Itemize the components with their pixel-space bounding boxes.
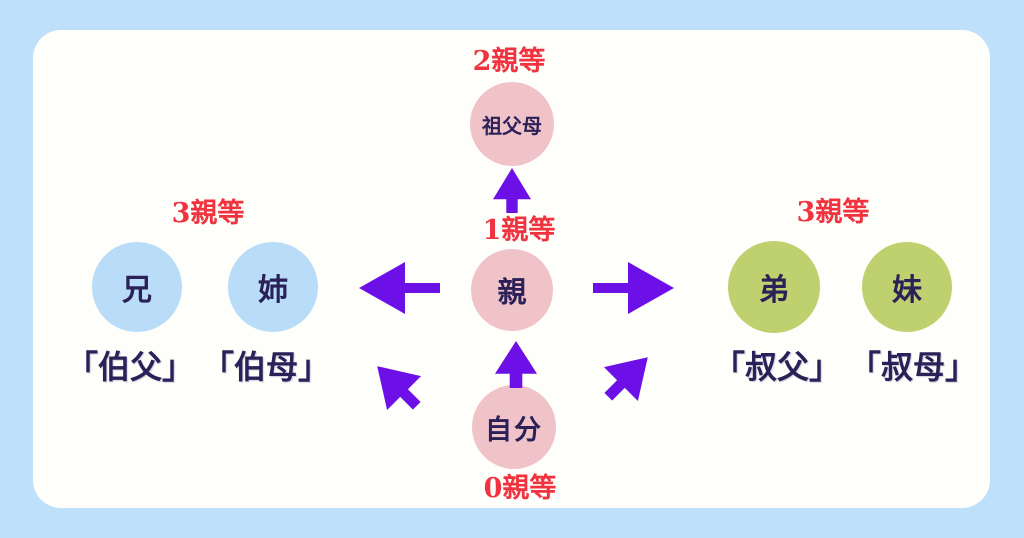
- node-younger-brother-label: 弟: [759, 273, 789, 308]
- arrow-up-right-icon: [591, 340, 665, 414]
- node-younger-sister-label: 妹: [892, 273, 922, 308]
- arrow-up-left-icon: [360, 349, 434, 423]
- degree-label-3-right: 3親等: [796, 197, 870, 228]
- node-older-brother: 兄: [92, 242, 182, 332]
- arrow-left-icon: [359, 262, 440, 314]
- caption-younger-aunt: 「叔母」: [849, 348, 978, 386]
- caption-right-group: 「叔父」 「叔母」: [713, 349, 977, 386]
- node-older-sister: 姉: [228, 242, 318, 332]
- node-parent: 親: [471, 249, 553, 331]
- node-older-sister-label: 姉: [258, 273, 288, 308]
- degree-label-0: 0親等: [483, 473, 557, 504]
- arrow-up-icon: [493, 168, 531, 213]
- degree-label-2: 2親等: [472, 46, 546, 77]
- caption-older-uncle: 「伯父」: [65, 348, 194, 386]
- degree-label-3-left: 3親等: [171, 198, 245, 229]
- degree-label-1: 1親等: [482, 215, 556, 246]
- node-parent-label: 親: [497, 275, 527, 309]
- node-grandparents-label: 祖父母: [482, 113, 542, 138]
- arrow-up-icon: [495, 341, 537, 388]
- node-self-label: 自分: [485, 414, 543, 446]
- caption-left-group: 「伯父」 「伯母」: [66, 349, 330, 386]
- node-younger-brother: 弟: [728, 241, 820, 333]
- caption-younger-uncle: 「叔父」: [712, 348, 841, 386]
- caption-older-aunt: 「伯母」: [202, 348, 331, 386]
- node-self: 自分: [472, 385, 556, 469]
- node-younger-sister: 妹: [862, 242, 952, 332]
- node-grandparents: 祖父母: [470, 82, 554, 166]
- node-older-brother-label: 兄: [122, 273, 152, 308]
- arrow-right-icon: [593, 262, 674, 314]
